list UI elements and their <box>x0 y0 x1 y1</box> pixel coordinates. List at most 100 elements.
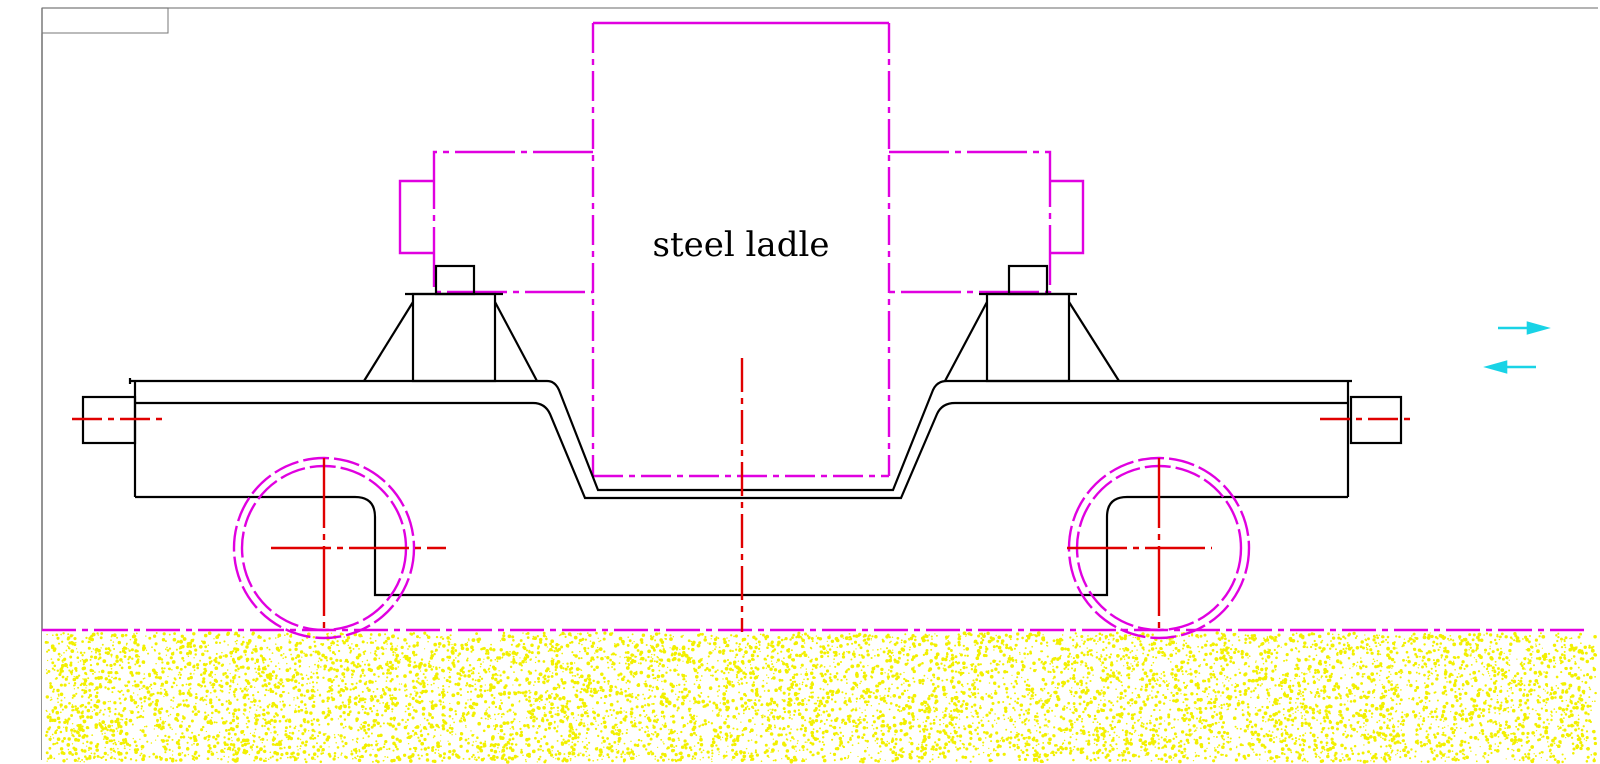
sand-speck <box>1046 655 1049 658</box>
sand-speck <box>1400 715 1404 719</box>
sand-speck <box>888 708 891 711</box>
sand-speck <box>130 698 134 702</box>
sand-speck <box>1477 670 1481 673</box>
sand-speck <box>897 656 901 660</box>
sand-speck <box>582 704 587 708</box>
sand-speck <box>1550 688 1554 692</box>
sand-speck <box>1545 701 1548 704</box>
sand-speck <box>1574 728 1578 732</box>
sand-speck <box>1281 679 1284 682</box>
sand-speck <box>559 719 563 723</box>
sand-speck <box>1297 684 1302 688</box>
sand-speck <box>115 659 119 663</box>
sand-speck <box>309 675 313 679</box>
sand-speck <box>1041 689 1044 692</box>
sand-speck <box>803 678 805 681</box>
sand-speck <box>90 698 93 702</box>
sand-speck <box>1464 756 1466 758</box>
sand-speck <box>1345 647 1348 650</box>
sand-speck <box>397 757 402 762</box>
sand-speck <box>404 683 407 686</box>
sand-speck <box>116 730 119 732</box>
sand-speck <box>273 719 277 723</box>
sand-speck <box>1484 735 1488 739</box>
sand-speck <box>1463 758 1466 760</box>
sand-speck <box>759 633 762 636</box>
sand-speck <box>1523 688 1526 691</box>
sand-speck <box>1432 640 1436 644</box>
sand-speck <box>1213 675 1217 679</box>
sand-speck <box>1365 760 1369 763</box>
sand-speck <box>1196 727 1198 729</box>
sand-speck <box>617 678 619 681</box>
sand-speck <box>1256 672 1259 675</box>
sand-speck <box>1160 736 1163 739</box>
sand-speck <box>456 701 461 705</box>
sand-speck <box>213 664 216 667</box>
sand-speck <box>1533 735 1536 737</box>
sand-speck <box>1464 731 1467 734</box>
sand-speck <box>1292 712 1294 715</box>
sand-speck <box>731 698 735 703</box>
sand-speck <box>1195 738 1199 743</box>
sand-speck <box>556 712 560 717</box>
sand-speck <box>606 737 609 740</box>
sand-speck <box>790 682 795 687</box>
sand-speck <box>1473 678 1478 683</box>
sand-speck <box>1465 664 1469 668</box>
sand-speck <box>435 723 439 727</box>
sand-speck <box>1360 657 1362 659</box>
sand-speck <box>1049 694 1052 698</box>
sand-speck <box>826 651 830 654</box>
sand-speck <box>264 732 268 736</box>
sand-speck <box>1567 724 1571 728</box>
sand-speck <box>879 758 882 760</box>
sand-speck <box>266 674 270 678</box>
sand-speck <box>1056 748 1060 752</box>
sand-speck <box>1392 646 1396 650</box>
sand-speck <box>1424 695 1429 700</box>
sand-speck <box>1560 671 1563 674</box>
sand-speck <box>565 702 569 705</box>
sand-speck <box>1085 686 1088 689</box>
sand-speck <box>214 708 218 713</box>
sand-speck <box>71 704 74 706</box>
sand-speck <box>1222 721 1226 725</box>
sand-speck <box>982 744 984 747</box>
sand-speck <box>734 648 738 651</box>
sand-speck <box>930 679 933 682</box>
sand-speck <box>800 673 802 675</box>
sand-speck <box>571 750 573 753</box>
sand-speck <box>543 713 547 718</box>
sand-speck <box>193 705 197 709</box>
sand-speck <box>507 691 512 696</box>
sand-speck <box>1266 760 1269 762</box>
sand-speck <box>1550 695 1555 700</box>
sand-speck <box>794 683 799 687</box>
sand-speck <box>1500 701 1503 704</box>
sand-speck <box>974 665 977 668</box>
sand-speck <box>1590 753 1593 756</box>
sand-speck <box>1300 748 1305 752</box>
sand-speck <box>207 631 212 635</box>
sand-speck <box>1110 740 1113 742</box>
sand-speck <box>1477 691 1481 694</box>
sand-speck <box>194 653 197 656</box>
sand-speck <box>818 702 821 705</box>
sand-speck <box>765 662 768 665</box>
sand-speck <box>1518 703 1522 707</box>
sand-speck <box>586 743 588 746</box>
sand-speck <box>1185 738 1190 743</box>
sand-speck <box>204 645 208 649</box>
sand-speck <box>668 733 671 735</box>
sand-speck <box>386 722 389 725</box>
sand-speck <box>1412 639 1416 643</box>
sand-speck <box>1557 687 1560 690</box>
sand-speck <box>1311 643 1314 646</box>
sand-speck <box>1032 697 1035 700</box>
sand-speck <box>646 674 651 679</box>
sand-speck <box>692 731 696 735</box>
sand-speck <box>313 690 316 693</box>
sand-speck <box>654 758 656 760</box>
sand-speck <box>1498 638 1501 641</box>
